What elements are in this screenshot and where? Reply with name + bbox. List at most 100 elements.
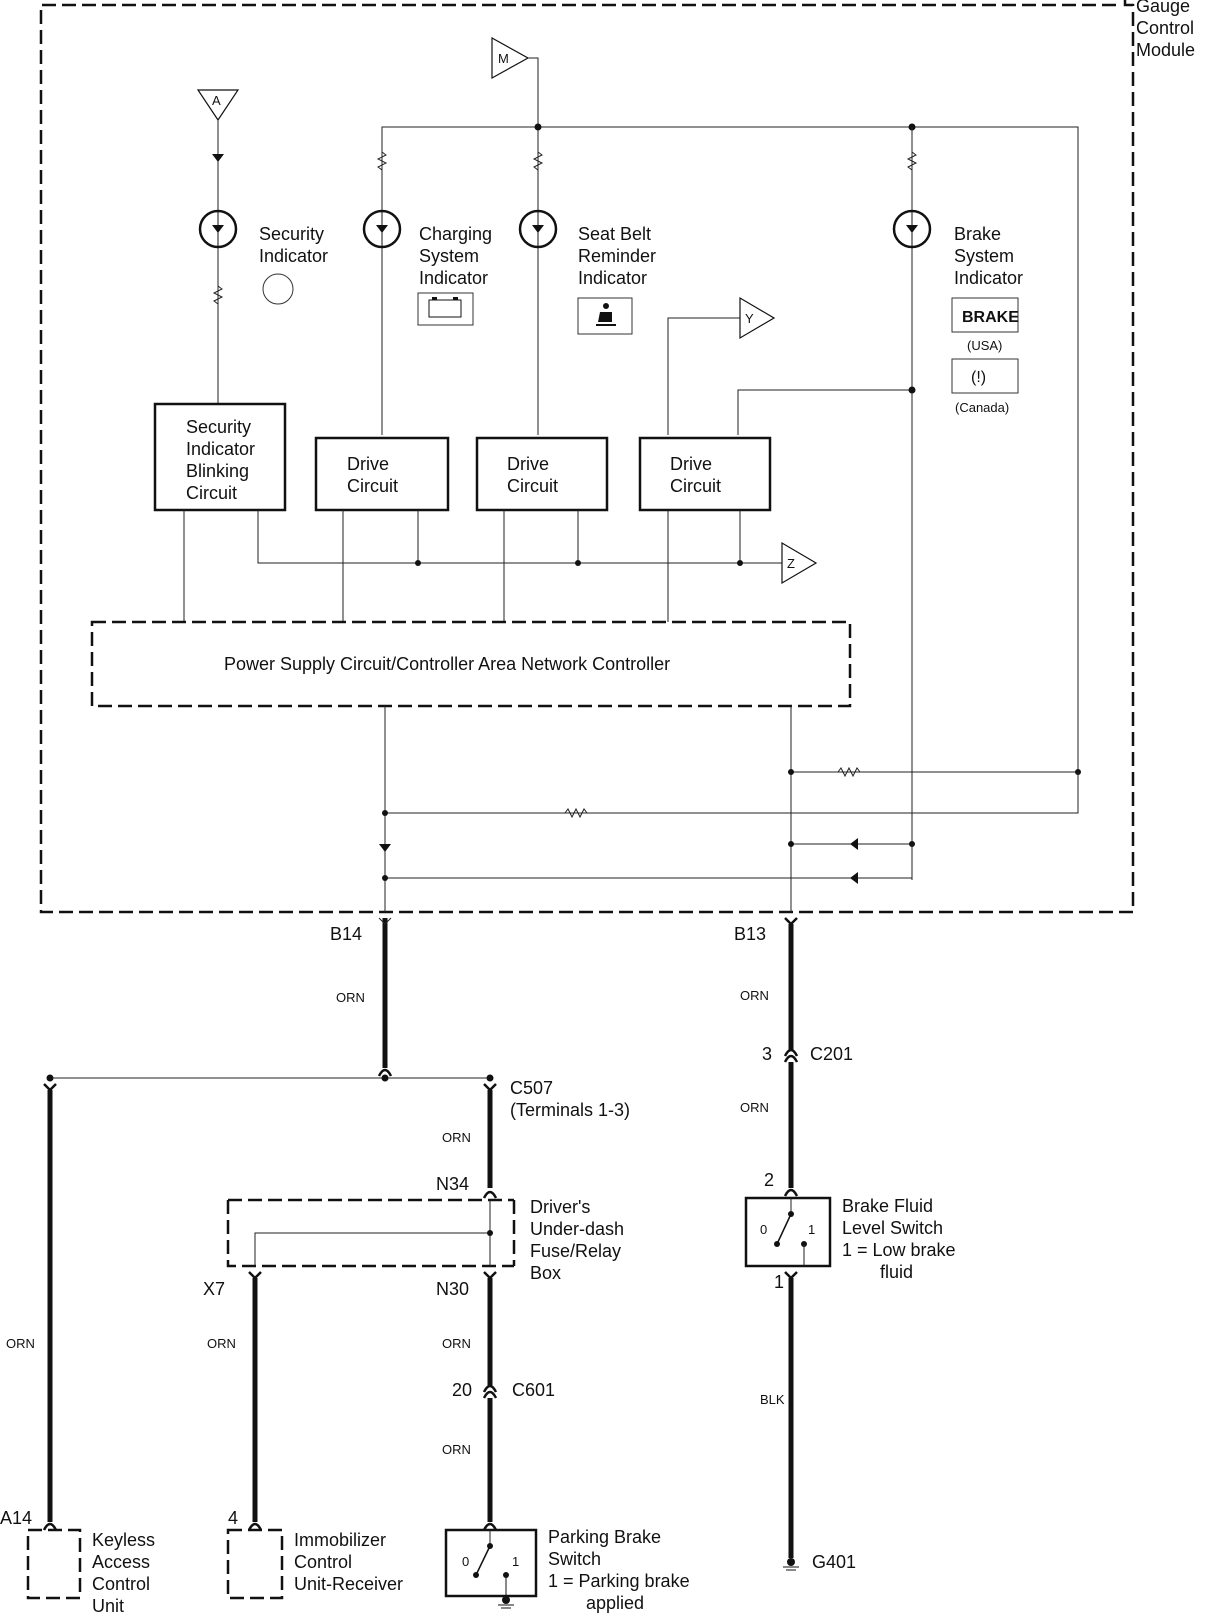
svg-text:0: 0 <box>462 1554 469 1569</box>
security-indicator-label-1: Security <box>259 224 324 244</box>
immobilizer-unit-box <box>226 1528 284 1600</box>
wire-color-b14: ORN <box>336 990 365 1005</box>
svg-text:Level Switch: Level Switch <box>842 1218 943 1238</box>
brake-indicator-label-1: Brake <box>954 224 1001 244</box>
connector-c601: C601 <box>512 1380 555 1400</box>
diode-icon <box>850 838 858 850</box>
led-brake-icon <box>892 209 932 249</box>
svg-text:Control: Control <box>294 1552 352 1572</box>
svg-text:Control: Control <box>92 1574 150 1594</box>
svg-text:Security: Security <box>186 417 251 437</box>
switch-contact-icon <box>475 1545 491 1576</box>
terminal-a14: A14 <box>0 1508 32 1528</box>
connector-z: Z <box>781 541 818 585</box>
brake-canada-icon <box>951 358 1019 394</box>
svg-text:applied: applied <box>586 1593 644 1613</box>
terminal-c507: C507 <box>510 1078 553 1098</box>
module-title-line1: Gauge <box>1136 0 1190 16</box>
fuse-relay-box <box>226 1198 516 1268</box>
brake-indicator-label-3: Indicator <box>954 268 1023 288</box>
wire-color-c507: ORN <box>442 1130 471 1145</box>
svg-text:0: 0 <box>760 1222 767 1237</box>
svg-text:Blinking: Blinking <box>186 461 249 481</box>
resistor-icon <box>906 151 918 171</box>
parking-brake-switch <box>444 1528 538 1598</box>
switch-contact-icon <box>776 1213 792 1245</box>
terminal-b14: B14 <box>330 924 362 944</box>
keyless-access-unit-box <box>26 1528 82 1600</box>
svg-text:Indicator: Indicator <box>186 439 255 459</box>
wire-color-b13-upper: ORN <box>740 988 769 1003</box>
switch-pin-2: 2 <box>764 1170 774 1190</box>
connector-a: A <box>196 89 240 122</box>
svg-text:Y: Y <box>745 311 754 326</box>
c201-pin: 3 <box>762 1044 772 1064</box>
resistor-icon <box>532 151 544 171</box>
seat-belt-indicator-label-1: Seat Belt <box>578 224 651 244</box>
connector-y: Y <box>739 296 776 340</box>
wire-color-c601: ORN <box>442 1442 471 1457</box>
svg-text:1: 1 <box>512 1554 519 1569</box>
svg-text:Immobilizer: Immobilizer <box>294 1530 386 1550</box>
resistor-icon <box>212 285 224 305</box>
terminal-n34: N34 <box>436 1174 469 1194</box>
wire-color-keyless: ORN <box>6 1336 35 1351</box>
switch-pin-1: 1 <box>774 1272 784 1292</box>
svg-text:1: 1 <box>808 1222 815 1237</box>
resistor-icon <box>564 807 588 819</box>
svg-text:Under-dash: Under-dash <box>530 1219 624 1239</box>
led-security-icon <box>198 209 238 249</box>
svg-text:Access: Access <box>92 1552 150 1572</box>
diode-icon <box>212 154 224 162</box>
seat-belt-icon <box>577 297 633 335</box>
svg-text:(!): (!) <box>971 369 986 386</box>
svg-text:A: A <box>212 93 221 108</box>
charging-indicator-label-1: Charging <box>419 224 492 244</box>
svg-text:M: M <box>498 51 509 66</box>
security-indicator-label-2: Indicator <box>259 246 328 266</box>
ground-icon <box>498 1596 514 1609</box>
charging-indicator-label-2: System <box>419 246 479 266</box>
seat-belt-indicator-label-3: Indicator <box>578 268 647 288</box>
svg-text:Switch: Switch <box>548 1549 601 1569</box>
svg-text:Circuit: Circuit <box>347 476 398 496</box>
gauge-module-boundary <box>39 0 1135 914</box>
svg-text:Box: Box <box>530 1263 561 1283</box>
brake-usa-icon <box>951 297 1019 333</box>
svg-text:Fuse/Relay: Fuse/Relay <box>530 1241 621 1261</box>
svg-text:Circuit: Circuit <box>670 476 721 496</box>
drive-circuit-box-2 <box>475 436 609 512</box>
security-blinking-circuit-box <box>153 402 287 512</box>
charging-indicator-label-3: Indicator <box>419 268 488 288</box>
svg-text:BRAKE: BRAKE <box>962 309 1019 326</box>
svg-text:(Canada): (Canada) <box>955 400 1009 415</box>
brake-indicator-label-2: System <box>954 246 1014 266</box>
wire-color-ground: BLK <box>760 1392 785 1407</box>
terminal-x7: X7 <box>203 1279 225 1299</box>
svg-text:Keyless: Keyless <box>92 1530 155 1550</box>
svg-text:Circuit: Circuit <box>507 476 558 496</box>
resistor-icon <box>376 151 388 171</box>
brake-fluid-level-switch <box>744 1196 832 1268</box>
battery-icon <box>417 292 474 326</box>
diode-icon <box>850 872 858 884</box>
svg-text:Power Supply Circuit/Controlle: Power Supply Circuit/Controller Area Net… <box>224 654 670 674</box>
svg-text:Z: Z <box>787 556 795 571</box>
wire-color-n30: ORN <box>442 1336 471 1351</box>
drive-circuit-box-3 <box>638 436 772 512</box>
svg-text:(USA): (USA) <box>967 338 1002 353</box>
module-title-line3: Module <box>1136 40 1195 60</box>
terminal-b13: B13 <box>734 924 766 944</box>
terminal-n30: N30 <box>436 1279 469 1299</box>
led-charging-icon <box>362 209 402 249</box>
svg-text:Unit-Receiver: Unit-Receiver <box>294 1574 403 1594</box>
led-seat-belt-icon <box>518 209 558 249</box>
svg-text:fluid: fluid <box>880 1262 913 1282</box>
connector-c201: C201 <box>810 1044 853 1064</box>
wire-color-b13-lower: ORN <box>740 1100 769 1115</box>
svg-text:Brake Fluid: Brake Fluid <box>842 1196 933 1216</box>
ground-g401: G401 <box>812 1552 856 1572</box>
svg-text:Drive: Drive <box>507 454 549 474</box>
seat-belt-indicator-label-2: Reminder <box>578 246 656 266</box>
